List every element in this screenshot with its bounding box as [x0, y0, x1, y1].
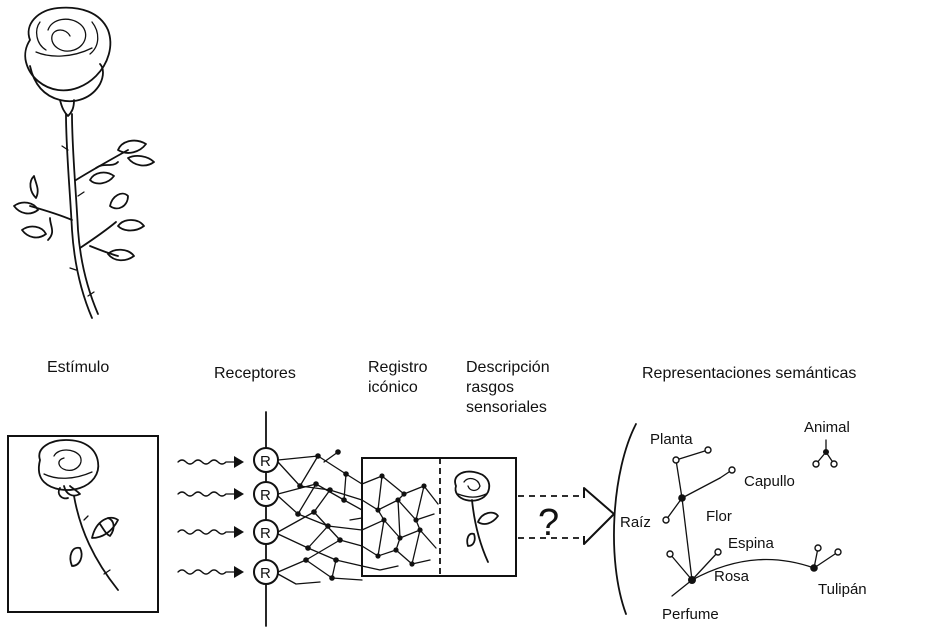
sensory-rose-icon	[455, 472, 498, 562]
receptor-symbol: R	[260, 525, 271, 542]
stimulus-box	[8, 436, 158, 612]
node-espina: Espina	[728, 535, 775, 552]
sensory-description-label-line1: Descripción	[466, 359, 550, 376]
question-connector: ?	[518, 496, 584, 544]
large-rose-illustration	[14, 8, 154, 318]
node-rosa: Rosa	[714, 568, 750, 585]
receptor-symbol: R	[260, 565, 271, 582]
sensory-description-label-line3: sensoriales	[466, 399, 547, 416]
iconic-registry-grid	[362, 473, 438, 570]
node-flor: Flor	[706, 508, 732, 525]
receptor-node: R	[254, 560, 278, 584]
wavy-arrow-icon	[178, 488, 244, 500]
neural-network	[278, 449, 362, 584]
iconic-registry-label-line1: Registro	[368, 359, 428, 376]
hollow-arrow-icon	[584, 488, 614, 544]
node-animal: Animal	[804, 419, 850, 436]
sensory-description-label-line2: rasgos	[466, 379, 514, 396]
receptor-symbol: R	[260, 453, 271, 470]
receptor-symbol: R	[260, 487, 271, 504]
node-capullo: Capullo	[744, 473, 795, 490]
registry-box	[362, 458, 516, 576]
receptors-label: Receptores	[214, 365, 296, 382]
wavy-arrow-icon	[178, 456, 244, 468]
wavy-arrows	[178, 456, 244, 578]
node-raiz: Raíz	[620, 514, 651, 531]
stimulus-rose-icon	[39, 440, 118, 590]
semantic-network: Planta Animal Capullo Flor Raíz Espina R…	[620, 419, 867, 623]
node-perfume: Perfume	[662, 606, 719, 623]
wavy-arrow-icon	[178, 526, 244, 538]
receptor-node: R	[254, 520, 278, 544]
node-planta: Planta	[650, 431, 693, 448]
receptor-column: R R R R	[254, 412, 278, 626]
receptor-node: R	[254, 482, 278, 506]
question-mark: ?	[538, 502, 559, 544]
stimulus-label: Estímulo	[47, 359, 109, 376]
wavy-arrow-icon	[178, 566, 244, 578]
semantic-representations-label: Representaciones semánticas	[642, 365, 856, 382]
node-tulipan: Tulipán	[818, 581, 867, 598]
receptor-node: R	[254, 448, 278, 472]
iconic-registry-label-line2: icónico	[368, 379, 418, 396]
